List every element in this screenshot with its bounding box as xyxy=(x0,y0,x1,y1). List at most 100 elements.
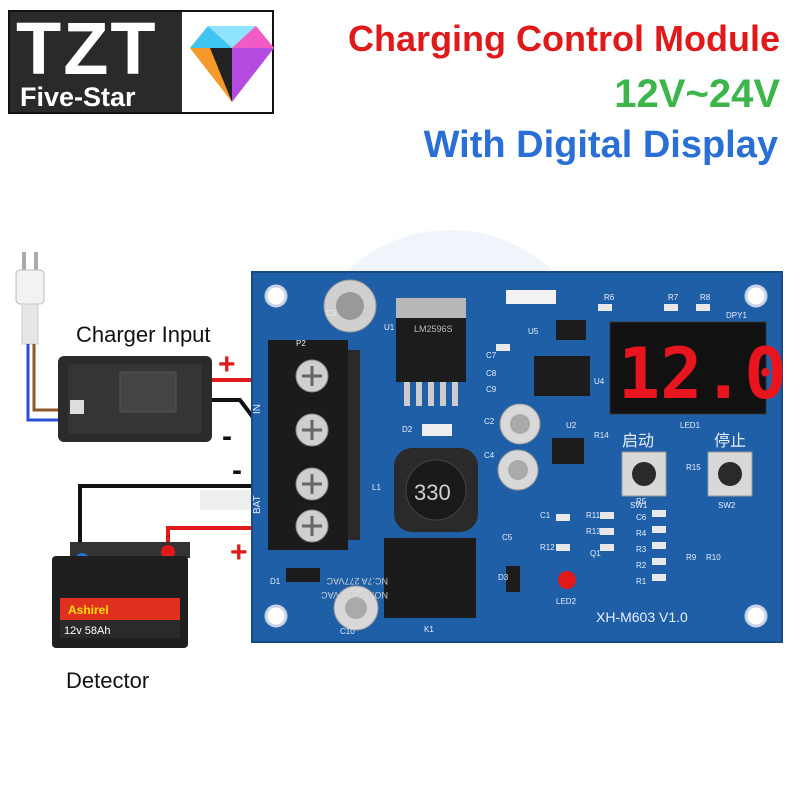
silk-label-r11: R11 xyxy=(586,511,601,520)
silk-label-r1: R1 xyxy=(636,577,647,586)
silk-label-r7: R7 xyxy=(668,293,679,302)
silk-label-c2: C2 xyxy=(484,417,495,426)
silk-label-dpy1: DPY1 xyxy=(726,311,747,320)
ic-u4 xyxy=(534,356,590,396)
terminal-screw-1 xyxy=(295,359,329,393)
car-battery xyxy=(52,542,190,648)
silk-label-c9: C9 xyxy=(486,385,497,394)
silk-label-r6: R6 xyxy=(604,293,615,302)
silk-label-c7: C7 xyxy=(486,351,497,360)
silk-label-sw1: SW1 xyxy=(630,501,648,510)
stop-button-label: 停止 xyxy=(714,432,746,450)
silk-label-k1: K1 xyxy=(424,625,434,634)
display-value: 12.0 xyxy=(618,333,787,415)
silk-label-d1: D1 xyxy=(270,577,281,586)
detector-label: Detector xyxy=(66,668,150,693)
diamond-icon xyxy=(190,26,274,102)
silk-label-c10: C10 xyxy=(340,627,355,636)
stop-button xyxy=(707,451,753,497)
capacitor-mid-1 xyxy=(499,403,541,445)
capacitor-top xyxy=(323,279,377,333)
silk-label-c5: C5 xyxy=(502,533,513,542)
smd-resistors xyxy=(496,304,710,581)
inductor-marking: 330 xyxy=(414,480,451,505)
silk-label-sw2: SW2 xyxy=(718,501,736,510)
start-button-label: 启动 xyxy=(622,432,654,450)
red-battery-wire xyxy=(166,526,292,548)
diode-d2 xyxy=(422,424,452,436)
silk-label-r8: R8 xyxy=(700,293,711,302)
terminal-screw-4 xyxy=(295,509,329,543)
silk-label-c8: C8 xyxy=(486,369,497,378)
silk-label-c3: C3 xyxy=(326,309,337,318)
brown-wire xyxy=(32,344,60,412)
silk-label-l1: L1 xyxy=(372,483,381,492)
brand-logo: TZT Five-Star xyxy=(8,7,274,114)
silk-label-c6: C6 xyxy=(636,513,647,522)
silk-label-r12: R12 xyxy=(540,543,555,552)
relay xyxy=(384,538,476,618)
silk-label-r14: R14 xyxy=(594,431,609,440)
silk-label-r5: R5 xyxy=(636,497,647,506)
battery-plus-sign: + xyxy=(230,536,248,569)
silk-label-led2: LED2 xyxy=(556,597,577,606)
input-minus-sign: - xyxy=(222,420,232,453)
start-button xyxy=(621,451,667,497)
headline-voltage: 12V~24V xyxy=(614,72,780,116)
terminal-screw-3 xyxy=(295,467,329,501)
silk-label-r3: R3 xyxy=(636,545,647,554)
black-battery-wire xyxy=(78,484,292,560)
logo-dark-panel: TZT Five-Star xyxy=(10,7,182,112)
silk-label-r15: R15 xyxy=(686,463,701,472)
relay-marking-1: NO:10A 277VAC xyxy=(321,590,388,600)
silk-label-led1: LED1 xyxy=(680,421,701,430)
diode-d1 xyxy=(286,568,320,582)
capacitor-mid-2 xyxy=(497,449,539,491)
terminal-in-label: IN xyxy=(252,404,263,414)
led-indicator xyxy=(558,571,576,589)
logo-sub-text: Five-Star xyxy=(20,82,136,112)
power-plug-icon xyxy=(15,252,45,345)
regulator-chip xyxy=(396,298,466,406)
battery-model: 12v 58Ah xyxy=(64,625,110,637)
relay-marking-2: NC:7A 277VAC xyxy=(326,576,388,586)
ic-u5 xyxy=(556,320,586,340)
silk-label-u2: U2 xyxy=(566,421,577,430)
board-model: XH-M603 V1.0 xyxy=(596,609,688,625)
battery-brand: Ashirel xyxy=(68,603,109,617)
silk-label-c1: C1 xyxy=(540,511,551,520)
terminal-bat-label: BAT xyxy=(252,495,263,514)
logo-brand-text: TZT xyxy=(16,7,158,90)
diode-d3 xyxy=(506,566,520,592)
terminal-screw-2 xyxy=(295,413,329,447)
silk-label-p2: P2 xyxy=(296,339,306,348)
silk-label-u5: U5 xyxy=(528,327,539,336)
silk-label-r10: R10 xyxy=(706,553,721,562)
seven-segment-display xyxy=(609,321,767,415)
silk-label-d3: D3 xyxy=(498,573,509,582)
silk-label-r2: R2 xyxy=(636,561,647,570)
silk-label-r4: R4 xyxy=(636,529,647,538)
input-plus-sign: + xyxy=(218,348,236,381)
silk-label-u4: U4 xyxy=(594,377,605,386)
battery-minus-sign: - xyxy=(232,454,242,487)
silk-label-c4: C4 xyxy=(484,451,495,460)
silk-label-r9: R9 xyxy=(686,553,697,562)
charger-input-label: Charger Input xyxy=(76,322,211,347)
headline-feature: With Digital Display xyxy=(423,124,778,166)
charger-adapter xyxy=(58,356,212,442)
capacitor-bottom xyxy=(333,585,379,631)
pin-header xyxy=(506,290,556,304)
chip-marking: LM2596S xyxy=(414,324,453,334)
inductor xyxy=(394,448,478,532)
ic-u2 xyxy=(552,438,584,464)
silk-label-q1: Q1 xyxy=(590,549,601,558)
silk-label-r13: R13 xyxy=(586,527,601,536)
silk-label-d2: D2 xyxy=(402,425,413,434)
silk-label-u1: U1 xyxy=(384,323,395,332)
blue-wire xyxy=(26,344,60,422)
screw-terminal-block xyxy=(268,340,360,550)
headline-title: Charging Control Module xyxy=(348,18,780,59)
